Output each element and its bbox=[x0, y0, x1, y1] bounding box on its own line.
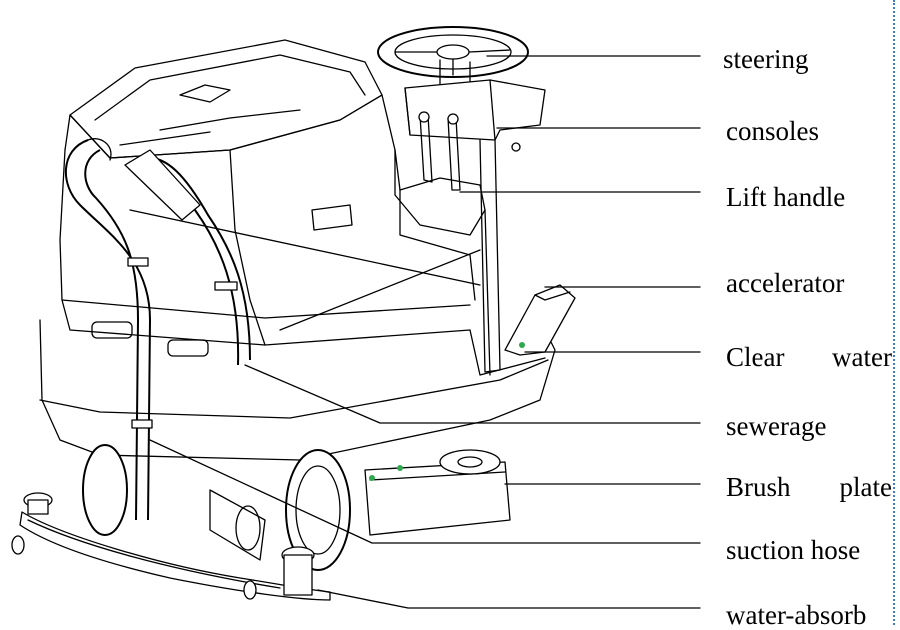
hoses bbox=[65, 138, 251, 521]
leader-lines bbox=[149, 55, 701, 609]
leader-sewerage bbox=[244, 364, 701, 424]
page-edge-dotted-border bbox=[893, 0, 895, 625]
wheels bbox=[82, 444, 351, 571]
label-consoles: consoles bbox=[726, 116, 819, 146]
label-water-absorb: water-absorb bbox=[726, 600, 867, 630]
brush-plate bbox=[364, 449, 511, 536]
accelerator-pedal bbox=[504, 284, 576, 356]
label-lift-handle: Lift handle bbox=[726, 182, 846, 212]
label-accelerator: accelerator bbox=[726, 268, 845, 298]
label-suction-hose: suction hose bbox=[726, 535, 861, 565]
label-brush-plate-word-2: plate bbox=[839, 472, 892, 502]
steering-assembly bbox=[377, 26, 546, 373]
squeegee bbox=[11, 492, 331, 601]
label-brush-plate: Brush plate bbox=[726, 474, 892, 501]
label-steering: steering bbox=[723, 44, 809, 74]
label-clear-water-word-2: water bbox=[832, 342, 892, 372]
label-clear-water: Clear water bbox=[726, 344, 892, 371]
leader-water-absorb bbox=[317, 589, 701, 609]
label-sewerage: sewerage bbox=[726, 411, 827, 441]
leader-suction-hose bbox=[149, 439, 701, 544]
label-brush-plate-word-1: Brush bbox=[726, 472, 791, 502]
label-clear-water-word-1: Clear bbox=[726, 342, 785, 372]
